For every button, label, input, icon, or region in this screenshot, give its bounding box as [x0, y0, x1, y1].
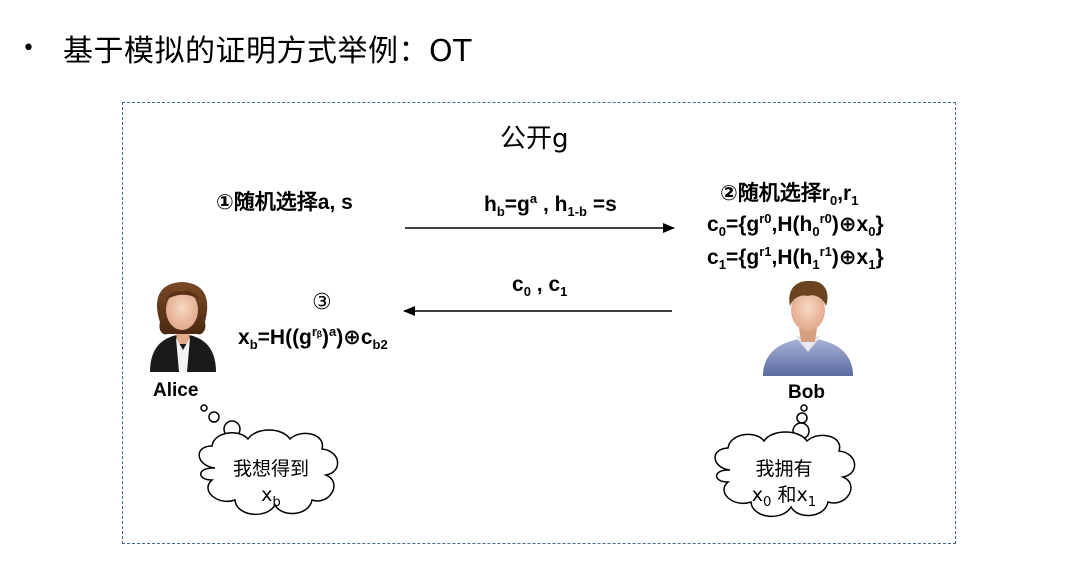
- public-label: 公开g: [500, 124, 569, 154]
- c1-definition: c1={gr1,H(h1r1)⊕x1}: [707, 244, 884, 272]
- c0-r2: r0: [819, 211, 832, 226]
- bob-step-2: ②随机选择r0,r1: [720, 177, 858, 208]
- bob-avatar-icon: [762, 280, 854, 378]
- c1-c2: )⊕x: [831, 246, 869, 269]
- msg2-s1: 1: [560, 284, 568, 300]
- bob-cloud-text: 我拥有 x0 和x1: [734, 456, 834, 516]
- msg1-h: h: [484, 193, 497, 216]
- c0-r: r0: [759, 211, 772, 226]
- msg1-sub-1b: 1-b: [567, 204, 587, 220]
- c1-b: ,H(h: [771, 246, 813, 269]
- c1-x: 1: [868, 257, 876, 273]
- c1-end: }: [875, 246, 884, 269]
- bob-cloud-s1: 1: [807, 494, 817, 510]
- diagram-frame: [122, 102, 956, 544]
- title-text: 基于模拟的证明方式举例：OT: [62, 34, 472, 69]
- bob-cloud-line2: x0 和x1: [734, 482, 834, 516]
- bob-cloud-s0: 0: [763, 494, 772, 510]
- c1-h: 1: [812, 257, 820, 273]
- alice-cloud-text: 我想得到 xb: [226, 456, 316, 516]
- c0-b: ,H(h: [771, 213, 813, 236]
- c0-c2: )⊕x: [831, 213, 869, 236]
- c0-a: ={g: [725, 213, 760, 236]
- alice-cloud-x: x: [261, 484, 273, 506]
- bob-cloud-and: 和x: [771, 484, 808, 506]
- c0-c: c: [707, 213, 719, 236]
- step-3-label: ③: [312, 289, 332, 314]
- msg1-tail: =s: [587, 193, 617, 216]
- c0-x: 0: [868, 224, 876, 240]
- msg1-sep: , h: [537, 193, 568, 216]
- c1-r2: r1: [819, 244, 832, 259]
- msg1-sup-a: a: [529, 191, 538, 206]
- msg2-sep: , c: [530, 273, 561, 296]
- bob-step-text: ②随机选择r: [720, 182, 830, 205]
- c0-i: 0: [718, 224, 726, 240]
- alice-step-1: ①随机选择a, s: [216, 191, 353, 214]
- bob-thought-bubble: [714, 404, 856, 517]
- s3-a: =H((g: [257, 326, 312, 349]
- s3-rb: rᵦ: [311, 324, 323, 339]
- alice-thought-bubble: [198, 404, 339, 515]
- alice-cloud-b: b: [272, 494, 281, 510]
- bob-cloud-x0: x: [751, 484, 763, 506]
- s3-x: x: [238, 326, 250, 349]
- msg1-sub-b: b: [496, 204, 505, 220]
- s3-b: b: [249, 337, 258, 353]
- alice-cloud-line2: xb: [226, 482, 316, 516]
- c0-definition: c0={gr0,H(h0r0)⊕x0}: [707, 211, 884, 239]
- bob-name: Bob: [788, 382, 825, 403]
- bullet-icon: •: [22, 35, 35, 61]
- c1-a: ={g: [725, 246, 760, 269]
- s3-d: )⊕c: [336, 326, 373, 349]
- step-3-formula: xb=H((grᵦ)a)⊕cb2: [238, 324, 388, 352]
- message-c0-c1: c0 , c1: [512, 273, 567, 299]
- s3-c: ): [322, 326, 330, 349]
- bob-step-comma: ,r: [837, 182, 852, 205]
- msg2-c0: c: [512, 273, 524, 296]
- c1-i: 1: [718, 257, 726, 273]
- alice-name: Alice: [153, 380, 199, 401]
- s3-b2: b2: [372, 337, 388, 353]
- c1-r: r1: [759, 244, 772, 259]
- s3-sa: a: [329, 324, 337, 339]
- slide-title: • 基于模拟的证明方式举例：OT: [22, 26, 472, 70]
- bob-step-r0: 0: [829, 193, 838, 209]
- bob-cloud-line1: 我拥有: [755, 458, 813, 480]
- alice-avatar-icon: [141, 276, 223, 375]
- alice-cloud-line1: 我想得到: [232, 458, 309, 480]
- message-hb: hb=ga , h1-b =s: [484, 191, 617, 219]
- msg2-s0: 0: [523, 284, 531, 300]
- c1-c: c: [707, 246, 719, 269]
- msg1-eq: =g: [504, 193, 530, 216]
- bob-step-r1: 1: [851, 193, 859, 209]
- c0-h: 0: [812, 224, 820, 240]
- c0-end: }: [875, 213, 884, 236]
